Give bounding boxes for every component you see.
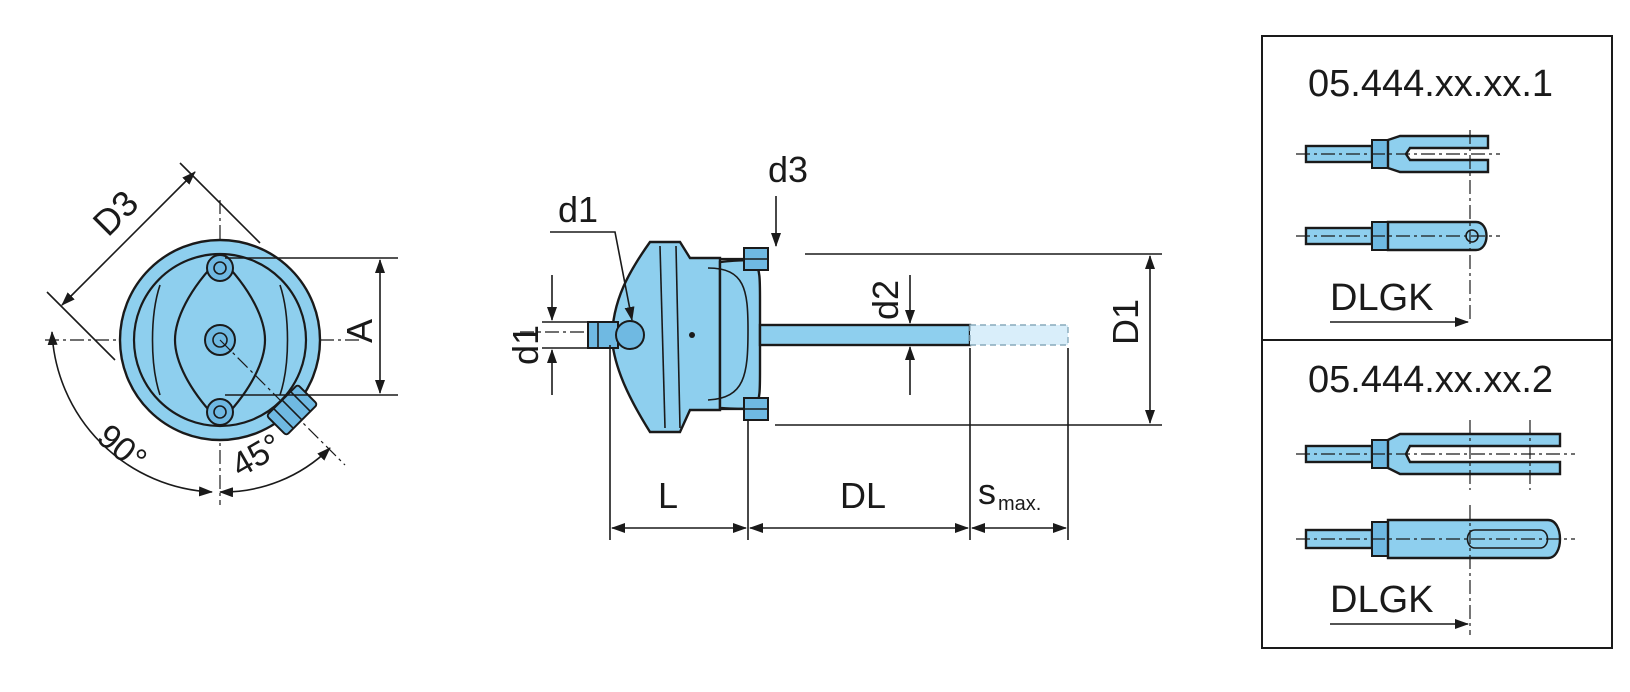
- front-view: D3 A 90° 45°: [45, 162, 398, 505]
- variant-1-dim-label: DLGK: [1330, 277, 1433, 319]
- label-s: s: [978, 471, 996, 512]
- label-d1-top: d1: [558, 189, 598, 230]
- pressure-cup: [718, 259, 762, 411]
- label-d3: d3: [768, 149, 808, 190]
- variant-1-fork: [1296, 134, 1500, 174]
- dim-line-D3: [61, 171, 196, 306]
- dim-arc-90: [47, 331, 213, 497]
- variant-2-dim-label: DLGK: [1330, 579, 1433, 621]
- stud-bottom-hole: [213, 405, 227, 419]
- dim-arc-45: [219, 447, 331, 498]
- label-D3: D3: [85, 182, 147, 244]
- stroke-ghost: [969, 324, 1069, 346]
- leader-d1-top: [550, 231, 635, 321]
- stud-bottom: [206, 398, 234, 426]
- cup-inner: [707, 267, 749, 401]
- inlet-fitting: [587, 321, 619, 349]
- stud-top: [206, 254, 234, 282]
- panel-frame: [1261, 35, 1613, 649]
- label-L: L: [658, 475, 678, 516]
- clamp-band: [659, 245, 666, 429]
- center-hole: [212, 332, 228, 348]
- variant-1-code: 05.444.xx.xx.1: [1308, 63, 1553, 105]
- variant-panel: 05.444.xx.xx.1 DLGK 05.444.xx.xx.2: [1261, 35, 1613, 649]
- label-A: A: [339, 319, 380, 343]
- label-90: 90°: [90, 417, 154, 479]
- stud-top-hole: [213, 261, 227, 275]
- variant-2-slotted-clevis: [1296, 518, 1575, 560]
- side-view: d3 d1 d1 d2 D1 L DL s max.: [505, 149, 1162, 540]
- label-d2: d2: [865, 280, 906, 320]
- clamp-band-2: [675, 245, 681, 429]
- label-DL: DL: [840, 475, 886, 516]
- variant-2-code: 05.444.xx.xx.2: [1308, 359, 1553, 401]
- push-rod: [758, 323, 972, 347]
- label-d1-side: d1: [505, 325, 546, 365]
- variant-2-fork: [1296, 420, 1575, 490]
- variant-1-clevis: [1296, 220, 1500, 252]
- label-D1: D1: [1105, 299, 1146, 345]
- port-circle: [615, 320, 645, 350]
- vent-hole: [689, 332, 695, 338]
- d3-ext-1: [46, 291, 116, 361]
- label-s-sub: max.: [998, 493, 1041, 515]
- chamber-housing: [610, 240, 722, 434]
- rib-right: [279, 284, 289, 396]
